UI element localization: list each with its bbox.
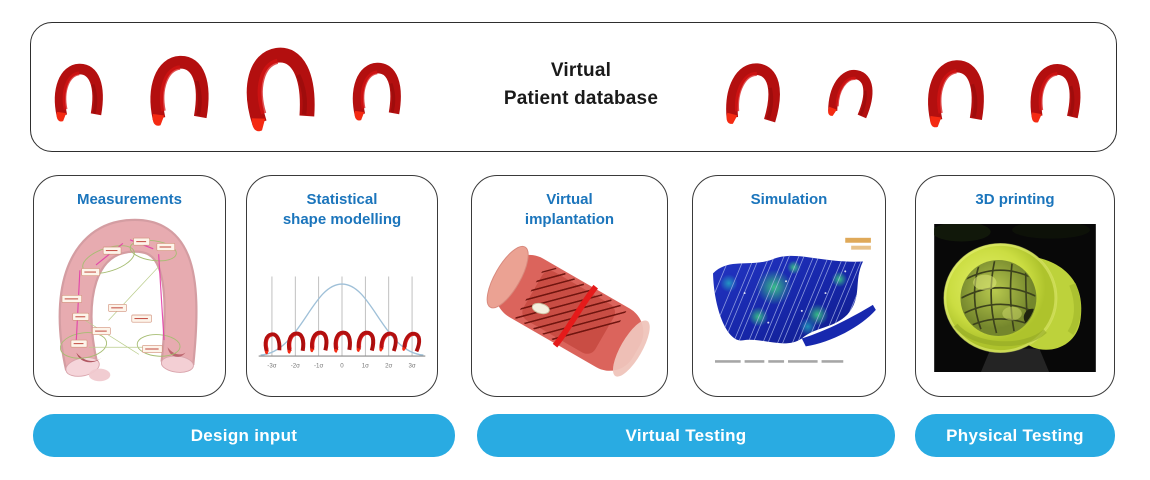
card-title-line1: Measurements	[76, 191, 183, 208]
physical-testing-button[interactable]: Physical Testing	[915, 414, 1115, 457]
aorta-model-icon	[230, 35, 327, 141]
card-simulation: Simulation	[692, 175, 886, 397]
card-3d-printing: 3D printing	[915, 175, 1115, 397]
virtual-testing-button[interactable]: Virtual Testing	[477, 414, 895, 457]
aorta-model-icon	[818, 61, 885, 126]
legend-text-marks	[845, 237, 871, 250]
card-title-line1: Simulation	[750, 191, 828, 208]
card-title: Simulation	[751, 190, 828, 210]
card-statistical-shape-modelling: Statistical shape modelling	[246, 175, 438, 397]
card-virtual-implantation: Virtual implantation	[471, 175, 668, 397]
card-title: 3D printing	[975, 190, 1054, 210]
stented-vessel-icon	[486, 245, 650, 377]
card-media	[699, 210, 879, 387]
card-title-line2: implantation	[524, 210, 615, 228]
virtual-patient-database-panel: Virtual Patient database	[30, 22, 1117, 152]
card-media	[478, 229, 661, 395]
aorta-model-icon	[1021, 56, 1089, 129]
aorta-model-icon	[47, 56, 109, 128]
card-media: -3σ -2σ -1σ 0 1σ 2σ 3σ	[253, 229, 431, 386]
aorta-model-icon	[919, 53, 991, 133]
caption-text-marks	[715, 359, 844, 363]
tick-label: 2σ	[385, 362, 392, 369]
card-title-line1: Virtual	[546, 191, 593, 208]
measured-aorta-icon	[58, 218, 198, 381]
aorta-model-icon	[713, 56, 793, 132]
design-input-button[interactable]: Design input	[33, 414, 455, 457]
aorta-model-icon	[141, 48, 216, 132]
physical-testing-label: Physical Testing	[946, 425, 1084, 445]
aorta-model-icon	[345, 56, 407, 126]
tick-label: -1σ	[314, 362, 323, 369]
tick-label: 3σ	[408, 362, 415, 369]
bell-curve-icon: -3σ -2σ -1σ 0 1σ 2σ 3σ	[258, 276, 426, 369]
panel-title: Virtual Patient database	[456, 57, 706, 112]
fea-result-icon	[713, 237, 876, 363]
panel-title-line1: Virtual	[550, 60, 612, 81]
card-measurements: Measurements	[33, 175, 226, 397]
card-title: Statistical shape modelling	[283, 190, 401, 229]
card-media	[40, 210, 219, 387]
virtual-testing-label: Virtual Testing	[625, 425, 747, 445]
tick-label: 0	[340, 362, 344, 369]
card-title-line1: 3D printing	[975, 191, 1055, 208]
tick-label: -3σ	[267, 362, 276, 369]
card-title-line2: shape modelling	[282, 210, 402, 228]
design-input-label: Design input	[190, 425, 298, 445]
card-title-line1: Statistical	[306, 191, 378, 208]
printed-model-icon	[934, 223, 1096, 372]
panel-title-line2: Patient database	[503, 87, 659, 109]
card-title: Measurements	[77, 190, 182, 210]
tick-label: 1σ	[362, 362, 369, 369]
tick-label: -2σ	[291, 362, 300, 369]
card-title: Virtual implantation	[525, 190, 614, 229]
card-media	[922, 210, 1108, 387]
